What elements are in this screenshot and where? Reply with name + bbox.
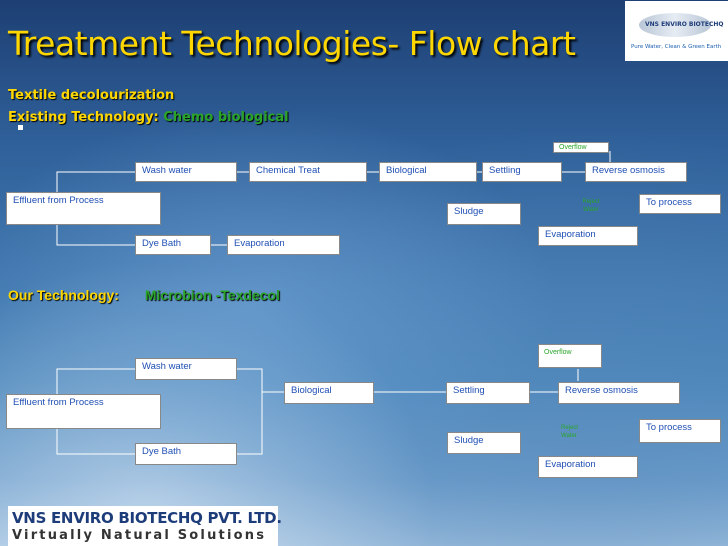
existing-technology-line: Existing Technology: Chemo biological [8,110,289,125]
bullet-icon [18,125,23,130]
ro-evaporation-box: Evaporation [538,226,638,246]
reverse-osmosis-box-2: Reverse osmosis [558,382,680,404]
company-name: VNS ENVIRO BIOTECHQ PVT. LTD. [12,509,282,527]
effluent-box: Effluent from Process [6,192,161,225]
dye-bath-box-2: Dye Bath [135,443,237,465]
settling-box: Settling [482,162,562,182]
our-technology-heading: Our Technology: Microbion -Texdecol [8,287,280,303]
logo-name: VNS ENVIRO BIOTECHQ [645,21,724,28]
dye-evaporation-box: Evaporation [227,235,340,255]
overflow-label: Overflow [553,142,609,153]
to-process-box-2: To process [639,419,721,443]
biological-box: Biological [379,162,477,182]
subtitle: Textile decolourization [8,88,175,103]
slide-title: Treatment Technologies- Flow chart [8,24,576,63]
existing-technology-value: Chemo biological [163,110,289,125]
our-technology-label: Our Technology: [8,287,123,303]
existing-technology-label: Existing Technology: [8,110,164,125]
reject-water-label-2: Reject Water [561,425,579,439]
company-slogan: Virtually Natural Solutions [12,528,267,543]
reverse-osmosis-box: Reverse osmosis [585,162,687,182]
our-technology-value: Microbion -Texdecol [144,287,280,303]
sludge-box: Sludge [447,203,521,225]
evaporation-box-2: Evaporation [538,456,638,478]
dye-bath-box: Dye Bath [135,235,211,255]
settling-box-2: Settling [446,382,530,404]
wash-water-box-2: Wash water [135,358,237,380]
wash-water-box: Wash water [135,162,237,182]
logo-tagline: Pure Water, Clean & Green Earth [631,44,722,50]
chemical-treat-box: Chemical Treat [249,162,367,182]
effluent-box-2: Effluent from Process [6,394,161,429]
company-logo-top: VNS ENVIRO BIOTECHQ Pure Water, Clean & … [625,1,728,61]
to-process-box: To process [639,194,721,214]
biological-box-2: Biological [284,382,374,404]
reject-water-label: Reject Water [582,199,600,213]
company-logo-bottom: VNS ENVIRO BIOTECHQ PVT. LTD. Virtually … [8,506,282,546]
overflow-label-2: Overflow [538,344,602,368]
logo-emblem-icon [639,13,711,37]
sludge-box-2: Sludge [447,432,521,454]
